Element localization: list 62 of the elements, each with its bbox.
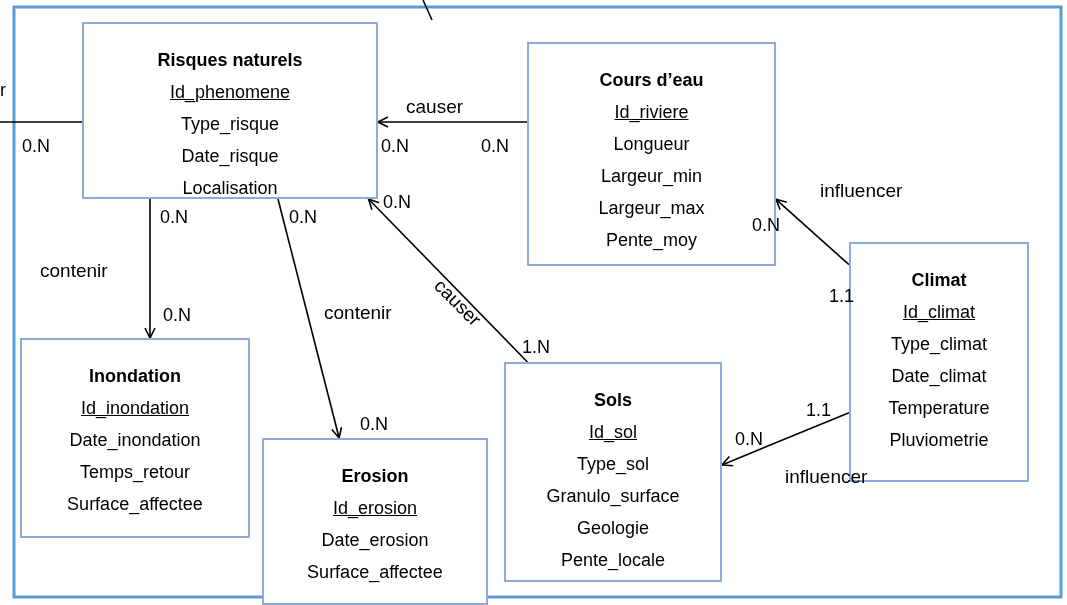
entity-name: Sols [594, 389, 632, 412]
cardinality-label: 1.1 [829, 286, 855, 306]
arrow [721, 411, 850, 467]
cardinality-label: 0.N [383, 192, 411, 212]
attribute: Pluviometrie [889, 429, 989, 452]
attribute: Geologie [576, 517, 650, 540]
arrow [775, 198, 850, 266]
entity-box [262, 438, 488, 605]
attribute: Longueur [613, 133, 690, 156]
arrow [367, 198, 529, 363]
entity-name: Erosion [341, 465, 409, 488]
partial-label: r [0, 80, 6, 100]
attribute: Largeur_max [598, 197, 705, 221]
attribute: Pente_locale [560, 549, 666, 573]
connector-line [0, 121, 83, 123]
attribute: Type_risque [180, 113, 280, 137]
entity-box [20, 338, 250, 538]
attribute: Surface_affectee [67, 493, 203, 517]
attribute: Date_risque [181, 145, 279, 169]
entity-name: Inondation [89, 365, 181, 388]
attribute: Date_climat [891, 365, 987, 389]
arrow [377, 116, 528, 128]
cardinality-label: 1.N [522, 337, 550, 357]
cardinality-label: 0.N [360, 414, 388, 434]
attribute: Date_erosion [321, 529, 429, 553]
primary-key: Id_inondation [80, 392, 190, 424]
entity-name: Cours d’eau [599, 69, 704, 92]
attribute: Type_climat [890, 333, 987, 357]
cardinality-label: 0.N [481, 136, 509, 156]
primary-key: Id_riviere [614, 96, 689, 128]
entity-name: Climat [911, 269, 967, 292]
edge-label: causer [406, 96, 464, 118]
edge-label: influencer [785, 466, 868, 488]
attribute: Pente_moy [605, 229, 698, 253]
cardinality-label: 0.N [735, 429, 763, 449]
attribute: Temperature [888, 397, 990, 420]
attribute: Surface_affectee [307, 561, 443, 585]
edge-label: contenir [40, 260, 108, 282]
entity-name: Risques naturels [157, 49, 303, 72]
attribute: Type_sol [576, 453, 649, 477]
entity-box [82, 22, 378, 199]
cardinality-label: 0.N [163, 305, 191, 325]
cardinality-label: 0.N [381, 136, 409, 156]
primary-key: Id_sol [588, 416, 637, 448]
entity-box [504, 362, 722, 582]
cardinality-label: 0.N [22, 136, 50, 156]
attribute: Date_inondation [69, 429, 201, 453]
cardinality-label: 0.N [289, 207, 317, 227]
cardinality-label: 1.1 [806, 400, 832, 420]
attribute: Temps_retour [79, 461, 191, 485]
cardinality-label: 0.N [752, 215, 780, 235]
primary-key: Id_climat [903, 296, 975, 328]
cardinality-label: 0.N [160, 207, 188, 227]
primary-key: Id_phenomene [169, 76, 291, 108]
attribute: Granulo_surface [546, 485, 680, 509]
edge-label: contenir [324, 302, 392, 324]
attribute: Largeur_min [600, 165, 703, 189]
edge-label: influencer [820, 180, 903, 202]
arrow [144, 198, 156, 339]
primary-key: Id_erosion [332, 492, 418, 524]
attribute: Localisation [182, 177, 278, 200]
arrow [277, 198, 343, 439]
